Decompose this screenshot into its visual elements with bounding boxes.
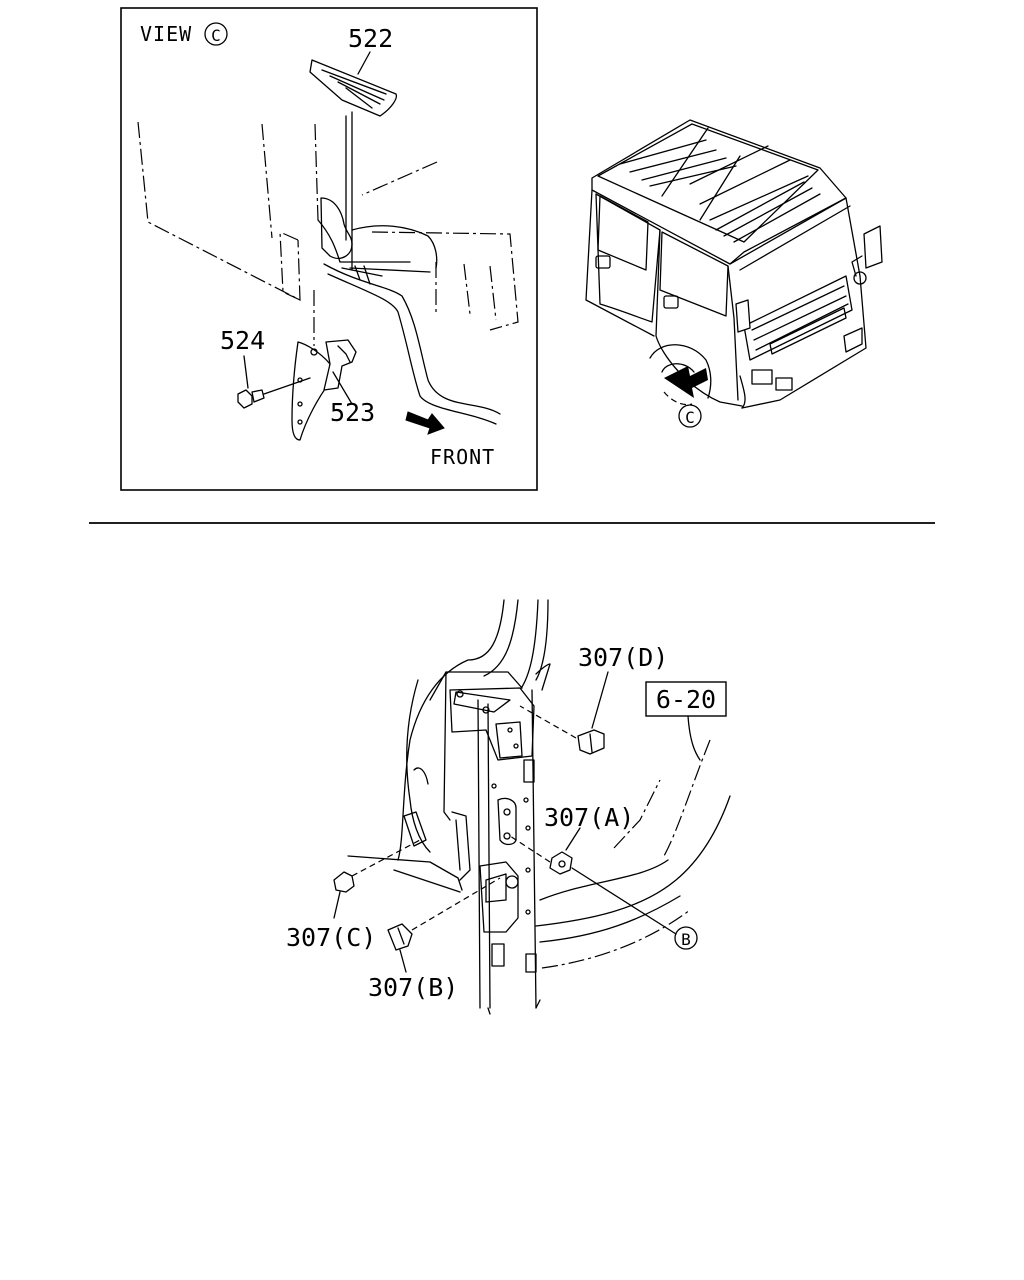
part-label-522: 522 <box>348 24 393 53</box>
bolt-524 <box>237 355 311 409</box>
clip-307-d <box>519 671 609 755</box>
svg-text:6-20: 6-20 <box>656 685 716 714</box>
leader-522 <box>357 51 371 75</box>
clip-307-a <box>509 827 677 935</box>
cab-body-outline <box>137 121 519 346</box>
step-well <box>317 197 501 425</box>
reference-box-6-20: 6-20 <box>645 681 727 761</box>
part-label-524: 524 <box>220 326 265 355</box>
part-label-523: 523 <box>330 398 375 427</box>
part-label-307-d: 307(D) <box>578 643 668 672</box>
view-c-marker: C <box>678 404 702 428</box>
pillar-assembly <box>347 599 731 1015</box>
front-arrow-icon <box>405 411 445 435</box>
part-label-307-c: 307(C) <box>286 923 376 952</box>
front-label: FRONT <box>430 445 495 469</box>
view-c-panel: VIEW C <box>120 7 538 491</box>
svg-text:C: C <box>211 26 221 45</box>
clip-307-b <box>387 877 501 973</box>
part-label-307-b: 307(B) <box>368 973 458 1002</box>
view-arrow-icon <box>664 366 708 398</box>
svg-text:B: B <box>681 930 691 949</box>
part-label-307-a: 307(A) <box>544 803 634 832</box>
ref-marker-b: B <box>674 926 698 950</box>
leader-524 <box>243 355 249 389</box>
clip-307-c <box>333 839 421 919</box>
svg-text:C: C <box>685 408 695 427</box>
view-c-circle-marker: C <box>204 22 228 46</box>
bracket-523 <box>291 339 357 441</box>
truck-overview: C <box>585 119 883 428</box>
leader-523 <box>332 371 353 405</box>
step-pad-522 <box>309 51 398 271</box>
view-c-frame <box>120 7 538 491</box>
view-c-label: VIEW <box>140 22 192 46</box>
